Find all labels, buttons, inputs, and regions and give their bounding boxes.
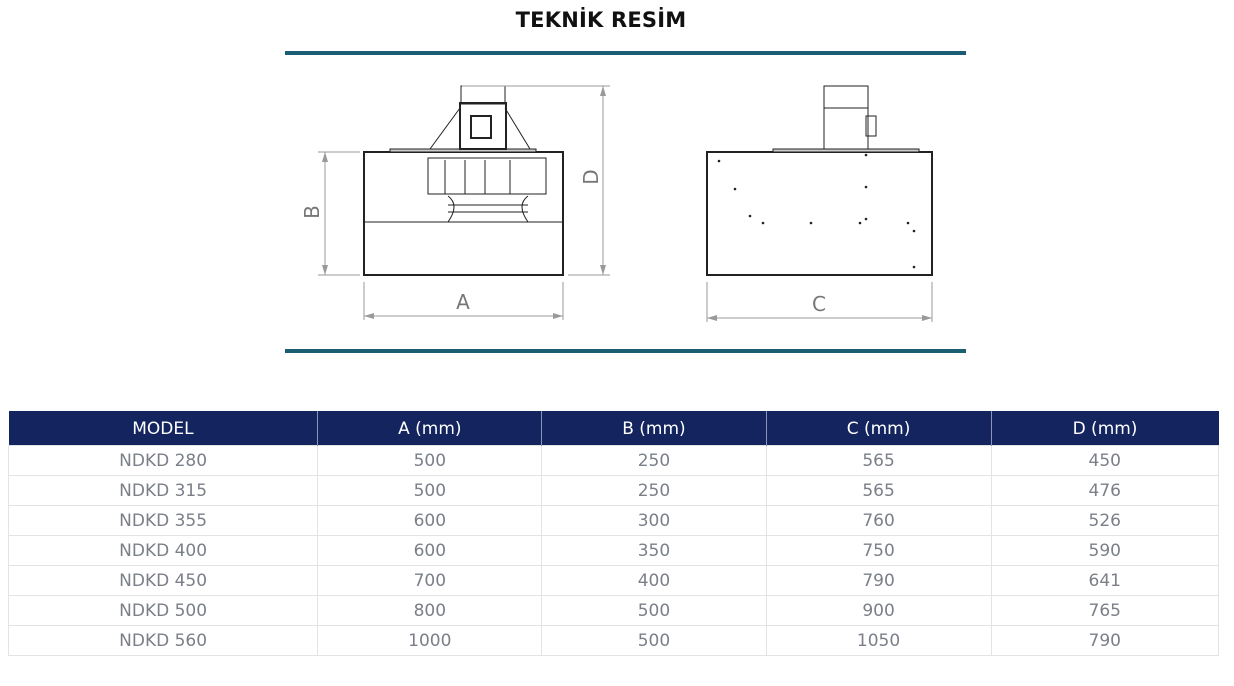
label-b: B: [300, 205, 324, 219]
model-cell: NDKD 500: [7, 595, 319, 626]
dimension-cell: 750: [765, 535, 992, 566]
dimension-labels: A C B D: [300, 169, 826, 316]
front-view: [363, 85, 564, 276]
dimension-cell: 500: [317, 445, 543, 476]
dimension-cell: 790: [765, 565, 992, 596]
dimension-cell: 800: [317, 595, 543, 626]
column-header: D (mm): [991, 411, 1219, 446]
dimension-cell: 565: [765, 445, 992, 476]
dimension-cell: 1050: [765, 625, 992, 656]
model-cell: NDKD 400: [7, 535, 319, 566]
label-a: A: [456, 290, 470, 314]
dimension-cell: 590: [990, 535, 1220, 566]
dimension-cell: 350: [541, 535, 767, 566]
dimension-cell: 300: [541, 505, 767, 536]
dimension-lines: [318, 85, 933, 322]
model-cell: NDKD 280: [7, 445, 319, 476]
dimension-cell: 476: [990, 475, 1220, 506]
dimension-cell: 565: [765, 475, 992, 506]
model-cell: NDKD 315: [7, 475, 319, 506]
dimension-cell: 450: [990, 445, 1220, 476]
column-header: A (mm): [317, 411, 543, 446]
column-header: B (mm): [541, 411, 767, 446]
dimension-cell: 600: [317, 535, 543, 566]
technical-drawing: A C B D: [300, 85, 933, 322]
column-header: C (mm): [766, 411, 992, 446]
column-header: MODEL: [8, 411, 319, 446]
model-cell: NDKD 450: [7, 565, 319, 596]
dimension-cell: 526: [990, 505, 1220, 536]
side-view: [706, 85, 933, 276]
dimension-cell: 900: [765, 595, 992, 626]
dimension-cell: 250: [541, 475, 767, 506]
model-cell: NDKD 560: [7, 625, 319, 656]
dimension-cell: 250: [541, 445, 767, 476]
model-cell: NDKD 355: [7, 505, 319, 536]
dimension-cell: 500: [317, 475, 543, 506]
label-d: D: [579, 169, 603, 184]
dimension-cell: 1000: [317, 625, 543, 656]
top-divider: [285, 51, 966, 55]
dimension-cell: 700: [317, 565, 543, 596]
dimension-cell: 760: [765, 505, 992, 536]
label-c: C: [812, 292, 826, 316]
dimension-cell: 500: [541, 625, 767, 656]
dimension-cell: 641: [990, 565, 1220, 596]
dimension-cell: 765: [990, 595, 1220, 626]
page-title: TEKNİK RESİM: [515, 8, 687, 32]
dimension-cell: 600: [317, 505, 543, 536]
dimension-cell: 790: [990, 625, 1220, 656]
dimension-cell: 500: [541, 595, 767, 626]
bottom-divider: [285, 349, 966, 353]
dimension-cell: 400: [541, 565, 767, 596]
